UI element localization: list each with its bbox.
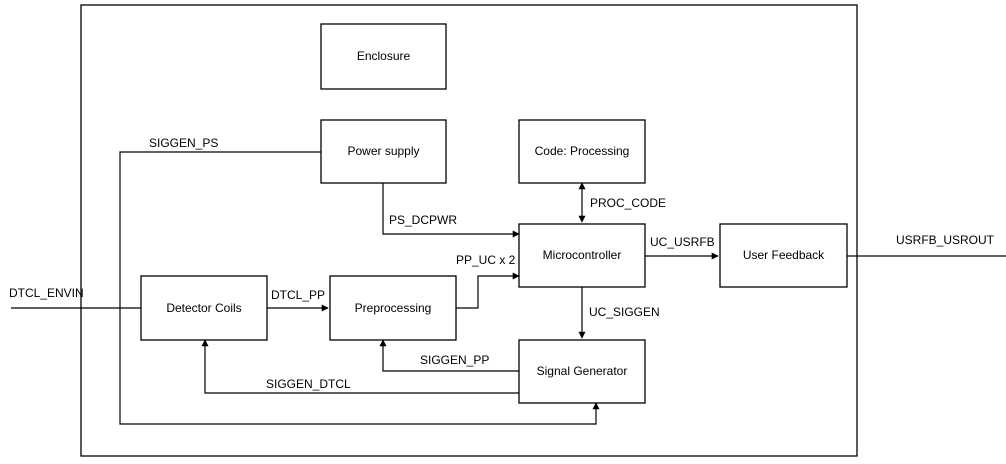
code-processing-block: Code: Processing [518, 119, 646, 184]
preprocessing-block: Preprocessing [329, 275, 457, 341]
dtcl-pp-label: DTCL_PP [271, 288, 325, 302]
signal-generator-label: Signal Generator [537, 364, 628, 378]
uc-usrfb-label: UC_USRFB [650, 235, 715, 249]
detector-coils-block: Detector Coils [140, 275, 268, 341]
dtcl-envin-label: DTCL_ENVIN [9, 286, 84, 300]
siggen-pp-connector [379, 339, 519, 372]
code-processing-label: Code: Processing [535, 144, 630, 158]
preprocessing-label: Preprocessing [355, 301, 432, 315]
siggen-dtcl-label: SIGGEN_DTCL [266, 377, 351, 391]
power-supply-block: Power supply [320, 119, 447, 184]
ps-dcpwr-connector [382, 183, 520, 238]
enclosure-label: Enclosure [357, 49, 411, 63]
microcontroller-block: Microcontroller [518, 223, 646, 288]
pp-uc-connector [456, 272, 520, 309]
power-supply-label: Power supply [347, 144, 419, 158]
proc-code-label: PROC_CODE [590, 196, 666, 210]
enclosure-block: Enclosure [320, 23, 447, 90]
uc-siggen-label: UC_SIGGEN [589, 305, 660, 319]
microcontroller-label: Microcontroller [543, 248, 622, 262]
ps-dcpwr-label: PS_DCPWR [389, 213, 457, 227]
pp-uc-label: PP_UC x 2 [456, 253, 516, 267]
signal-generator-block: Signal Generator [518, 339, 646, 404]
siggen-dtcl-connector [201, 339, 519, 394]
siggen-ps-label: SIGGEN_PS [149, 136, 218, 150]
user-feedback-label: User Feedback [743, 248, 825, 262]
usrfb-usrout-label: USRFB_USROUT [896, 233, 995, 247]
siggen-pp-label: SIGGEN_PP [420, 353, 489, 367]
siggen-ps-connector [119, 151, 600, 425]
user-feedback-block: User Feedback [719, 223, 848, 288]
detector-coils-label: Detector Coils [166, 301, 241, 315]
system-boundary [80, 4, 858, 457]
